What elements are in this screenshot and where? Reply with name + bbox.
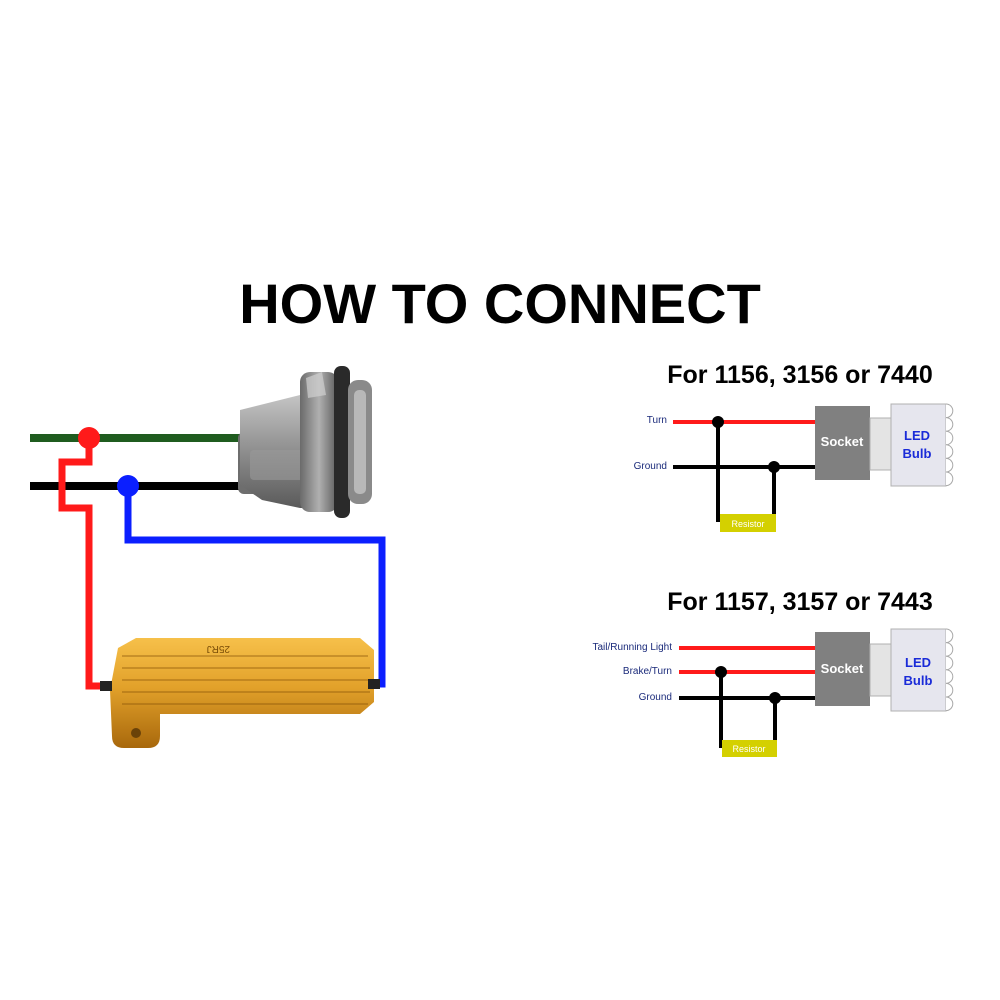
single-diagram-heading: For 1156, 3156 or 7440 [667, 361, 932, 389]
led-bulb-box-dual [890, 628, 947, 712]
tail-running-wire-label: Tail/Running Light [593, 642, 673, 653]
wiring-illustration: 25RJ [30, 366, 386, 748]
ground-wire-label-dual: Ground [639, 692, 672, 703]
socket-label-dual: Socket [821, 661, 864, 676]
socket-box [815, 406, 870, 480]
resistor-label-dual: Resistor [732, 744, 765, 754]
dual-filament-diagram: For 1157, 3157 or 7443 Tail/Running Ligh… [593, 588, 954, 757]
led-bulb-box [890, 403, 947, 487]
brake-turn-wire-label: Brake/Turn [623, 666, 672, 677]
blue-connection-dot [117, 475, 139, 497]
page-title: HOW TO CONNECT [239, 272, 761, 335]
brake-junction-dot [715, 666, 727, 678]
turn-junction-dot [712, 416, 724, 428]
red-tap-wire [58, 438, 108, 690]
socket-box-dual [815, 632, 870, 706]
red-connection-dot [78, 427, 100, 449]
resistor-label: Resistor [731, 519, 764, 529]
resistor-box [720, 514, 776, 532]
led-bulb-label-line1-dual: LED [905, 655, 931, 670]
led-bulb-label-line2-dual: Bulb [904, 673, 933, 688]
led-bumps [945, 403, 954, 487]
turn-wire-label: Turn [647, 415, 667, 426]
led-bulb-label-line2: Bulb [903, 446, 932, 461]
single-filament-diagram: For 1156, 3156 or 7440 Turn Ground Resis… [634, 361, 954, 532]
ground-junction-dot [768, 461, 780, 473]
dual-diagram-heading: For 1157, 3157 or 7443 [667, 588, 932, 616]
bulb-socket-photo [238, 366, 372, 518]
resistor-marking: 25RJ [207, 643, 230, 654]
resistor-box-dual [722, 740, 777, 757]
ground-junction-dot-dual [769, 692, 781, 704]
resistor-photo: 25RJ [100, 638, 380, 748]
ground-wire-label: Ground [634, 461, 667, 472]
socket-label: Socket [821, 434, 864, 449]
led-bulb-label-line1: LED [904, 428, 930, 443]
led-bumps-dual [945, 628, 954, 712]
